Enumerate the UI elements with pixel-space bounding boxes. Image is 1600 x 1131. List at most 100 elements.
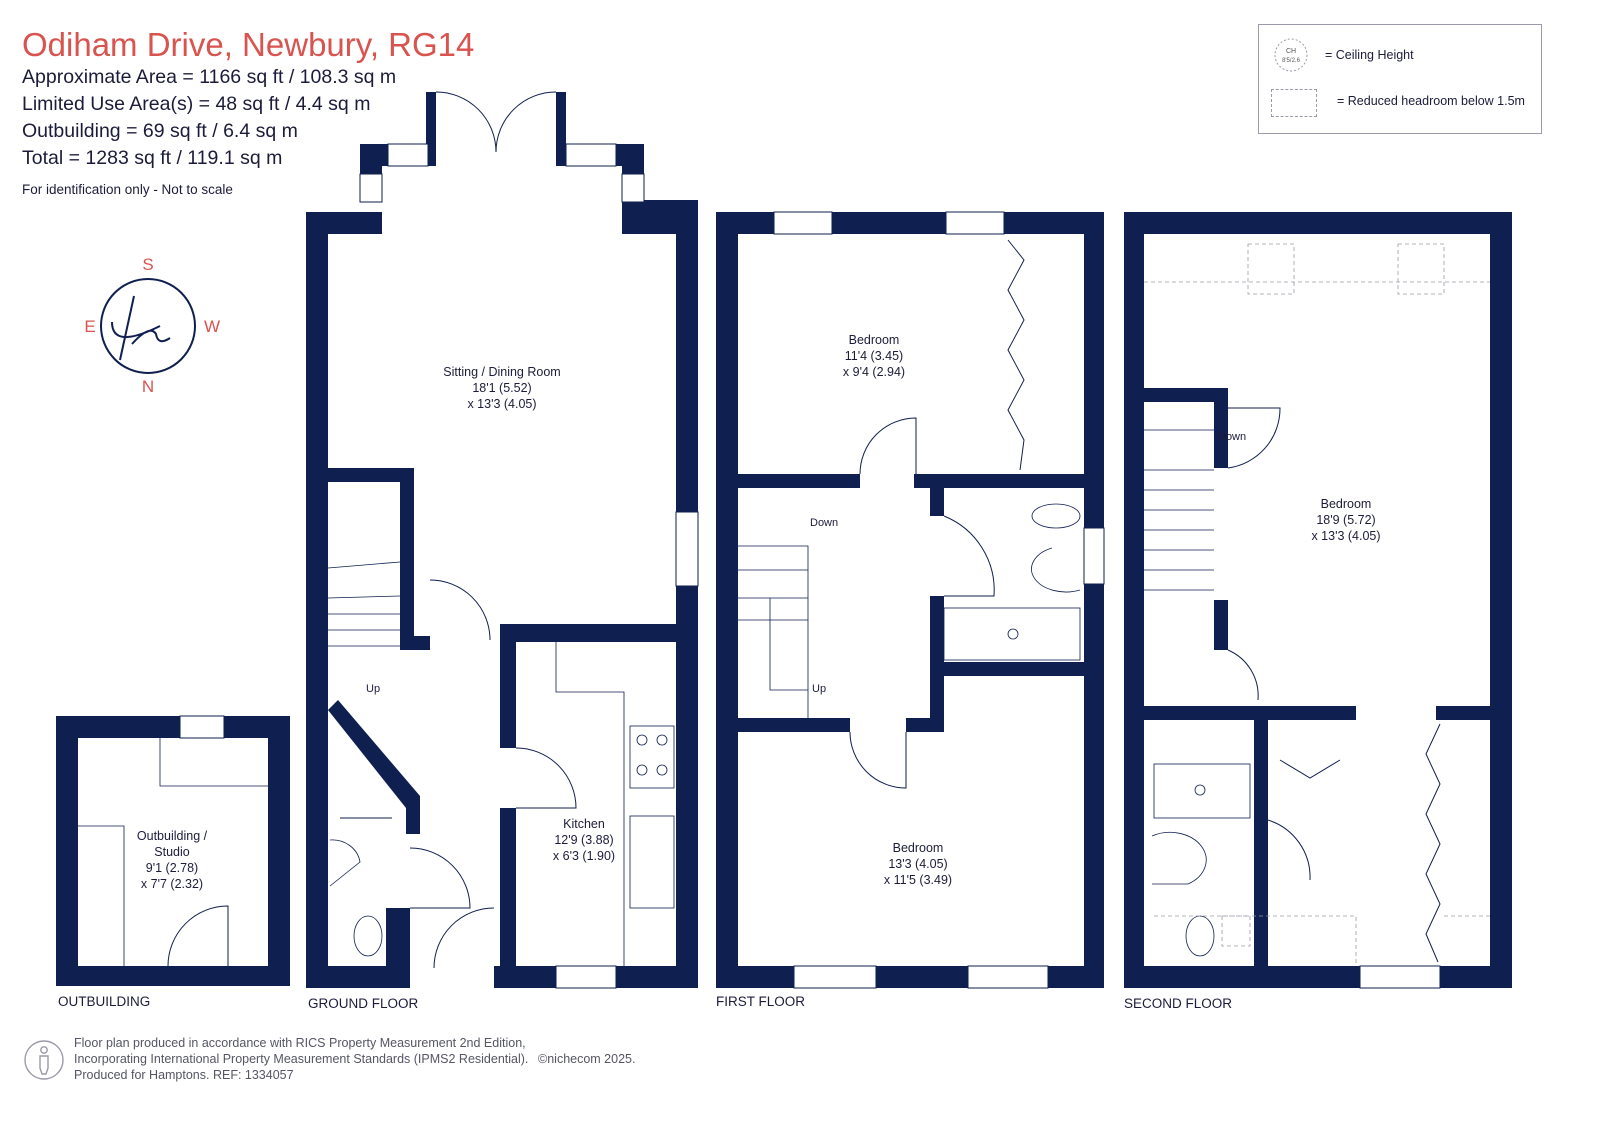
- door: [943, 515, 995, 597]
- window: [179, 715, 225, 739]
- window: [555, 965, 617, 989]
- wall: [306, 966, 390, 988]
- toilet: [1031, 503, 1081, 529]
- wall: [1144, 706, 1356, 720]
- wall: [1124, 212, 1512, 234]
- outbuilding-name2: Studio: [154, 845, 189, 859]
- footer-line1: Floor plan produced in accordance with R…: [74, 1036, 526, 1050]
- window: [793, 965, 877, 989]
- stairs-ground: [327, 561, 401, 647]
- sitting-room-name: Sitting / Dining Room: [443, 365, 560, 379]
- toilet: [1185, 915, 1215, 957]
- outbuilding-area: Outbuilding = 69 sq ft / 6.4 sq m: [22, 120, 298, 142]
- wall: [716, 966, 794, 988]
- ceiling-symbol-top: CH: [1286, 48, 1296, 55]
- wall: [386, 908, 410, 988]
- fixtures: [78, 429, 1251, 966]
- wall: [306, 212, 328, 988]
- info-person-icon: [24, 1040, 64, 1080]
- doors: [167, 91, 1441, 969]
- door: [1227, 407, 1281, 469]
- sitting-room-dim1: 18'1 (5.52): [472, 381, 531, 395]
- door: [515, 747, 577, 809]
- kitchen-dim2: x 6'3 (1.90): [553, 849, 615, 863]
- wall: [328, 700, 420, 808]
- door: [409, 847, 471, 909]
- shower-tray: [1153, 763, 1251, 819]
- door: [1279, 759, 1341, 779]
- basin: [329, 839, 361, 887]
- reduced-headroom-areas: [1144, 243, 1490, 966]
- wall: [1490, 212, 1512, 988]
- compass-s: S: [142, 255, 153, 274]
- approximate-area: Approximate Area = 1166 sq ft / 108.3 sq…: [22, 66, 397, 88]
- wall: [500, 624, 516, 748]
- wall: [268, 716, 290, 986]
- stairs-up-first: Up: [812, 683, 826, 695]
- wall: [738, 474, 860, 488]
- bedroom2-dim1: 13'3 (4.05): [888, 857, 947, 871]
- outbuilding-dim2: x 7'7 (2.32): [141, 877, 203, 891]
- door: [849, 731, 907, 789]
- stairs-down-second: Down: [1218, 431, 1246, 443]
- hob-ring: [656, 734, 668, 746]
- hob-ring: [636, 764, 648, 776]
- shower-drain: [1194, 784, 1206, 796]
- door: [1267, 819, 1311, 881]
- room-labels: Sitting / Dining Room 18'1 (5.52) x 13'3…: [137, 333, 1381, 891]
- hob-ring: [656, 764, 668, 776]
- compass-w: W: [204, 317, 220, 336]
- legend-ceiling-height: = Ceiling Height: [1325, 48, 1414, 62]
- bedroom1-name: Bedroom: [849, 333, 900, 347]
- window: [387, 143, 429, 167]
- skylight: [1397, 243, 1445, 295]
- wall: [400, 468, 414, 648]
- window: [621, 173, 645, 203]
- floor-label-first: FIRST FLOOR: [716, 994, 805, 1009]
- outbuilding-name: Outbuilding /: [137, 829, 208, 843]
- page-title: Odiham Drive, Newbury, RG14: [22, 26, 475, 63]
- floor-label-second: SECOND FLOOR: [1124, 996, 1232, 1011]
- wall: [1124, 966, 1360, 988]
- wardrobe-door: [1007, 239, 1025, 471]
- wall: [1084, 212, 1104, 528]
- wall: [930, 486, 944, 516]
- shower-drain: [1007, 628, 1019, 640]
- stairs-second: [1144, 429, 1214, 591]
- wall: [930, 662, 1086, 676]
- window: [967, 965, 1049, 989]
- footer-copyright: ©nichecom 2025.: [538, 1052, 636, 1066]
- wall: [56, 716, 78, 986]
- skylight: [1221, 915, 1251, 947]
- footer-line2: Incorporating International Property Mea…: [74, 1052, 529, 1066]
- door: [429, 579, 491, 641]
- wall: [876, 966, 968, 988]
- hob-ring: [636, 734, 648, 746]
- stairs-first: [738, 545, 809, 718]
- basin: [1151, 831, 1207, 885]
- sitting-room-dim2: x 13'3 (4.05): [467, 397, 536, 411]
- total-area: Total = 1283 sq ft / 119.1 sq m: [22, 147, 283, 169]
- scale-note: For identification only - Not to scale: [22, 182, 233, 197]
- worktop: [159, 738, 268, 787]
- wall: [306, 212, 382, 234]
- door: [433, 907, 495, 969]
- compass: S E W N: [84, 255, 220, 396]
- wall: [400, 636, 430, 650]
- window: [945, 211, 1005, 235]
- window: [773, 211, 833, 235]
- basin: [1031, 547, 1081, 593]
- stairs-down-first: Down: [810, 517, 838, 529]
- hob: [629, 725, 675, 789]
- compass-ring: [100, 278, 196, 374]
- door: [167, 905, 229, 967]
- footer-line3: Produced for Hamptons. REF: 1334057: [74, 1068, 294, 1082]
- toilet: [353, 915, 383, 957]
- legend: CH 8'5/2.6 = Ceiling Height = Reduced he…: [1258, 24, 1542, 134]
- reduced-headroom-icon: [1271, 89, 1317, 117]
- bedroom1-dim2: x 9'4 (2.94): [843, 365, 905, 379]
- bedroom2-dim2: x 11'5 (3.49): [884, 873, 952, 887]
- wall: [616, 966, 698, 988]
- wall: [406, 796, 420, 834]
